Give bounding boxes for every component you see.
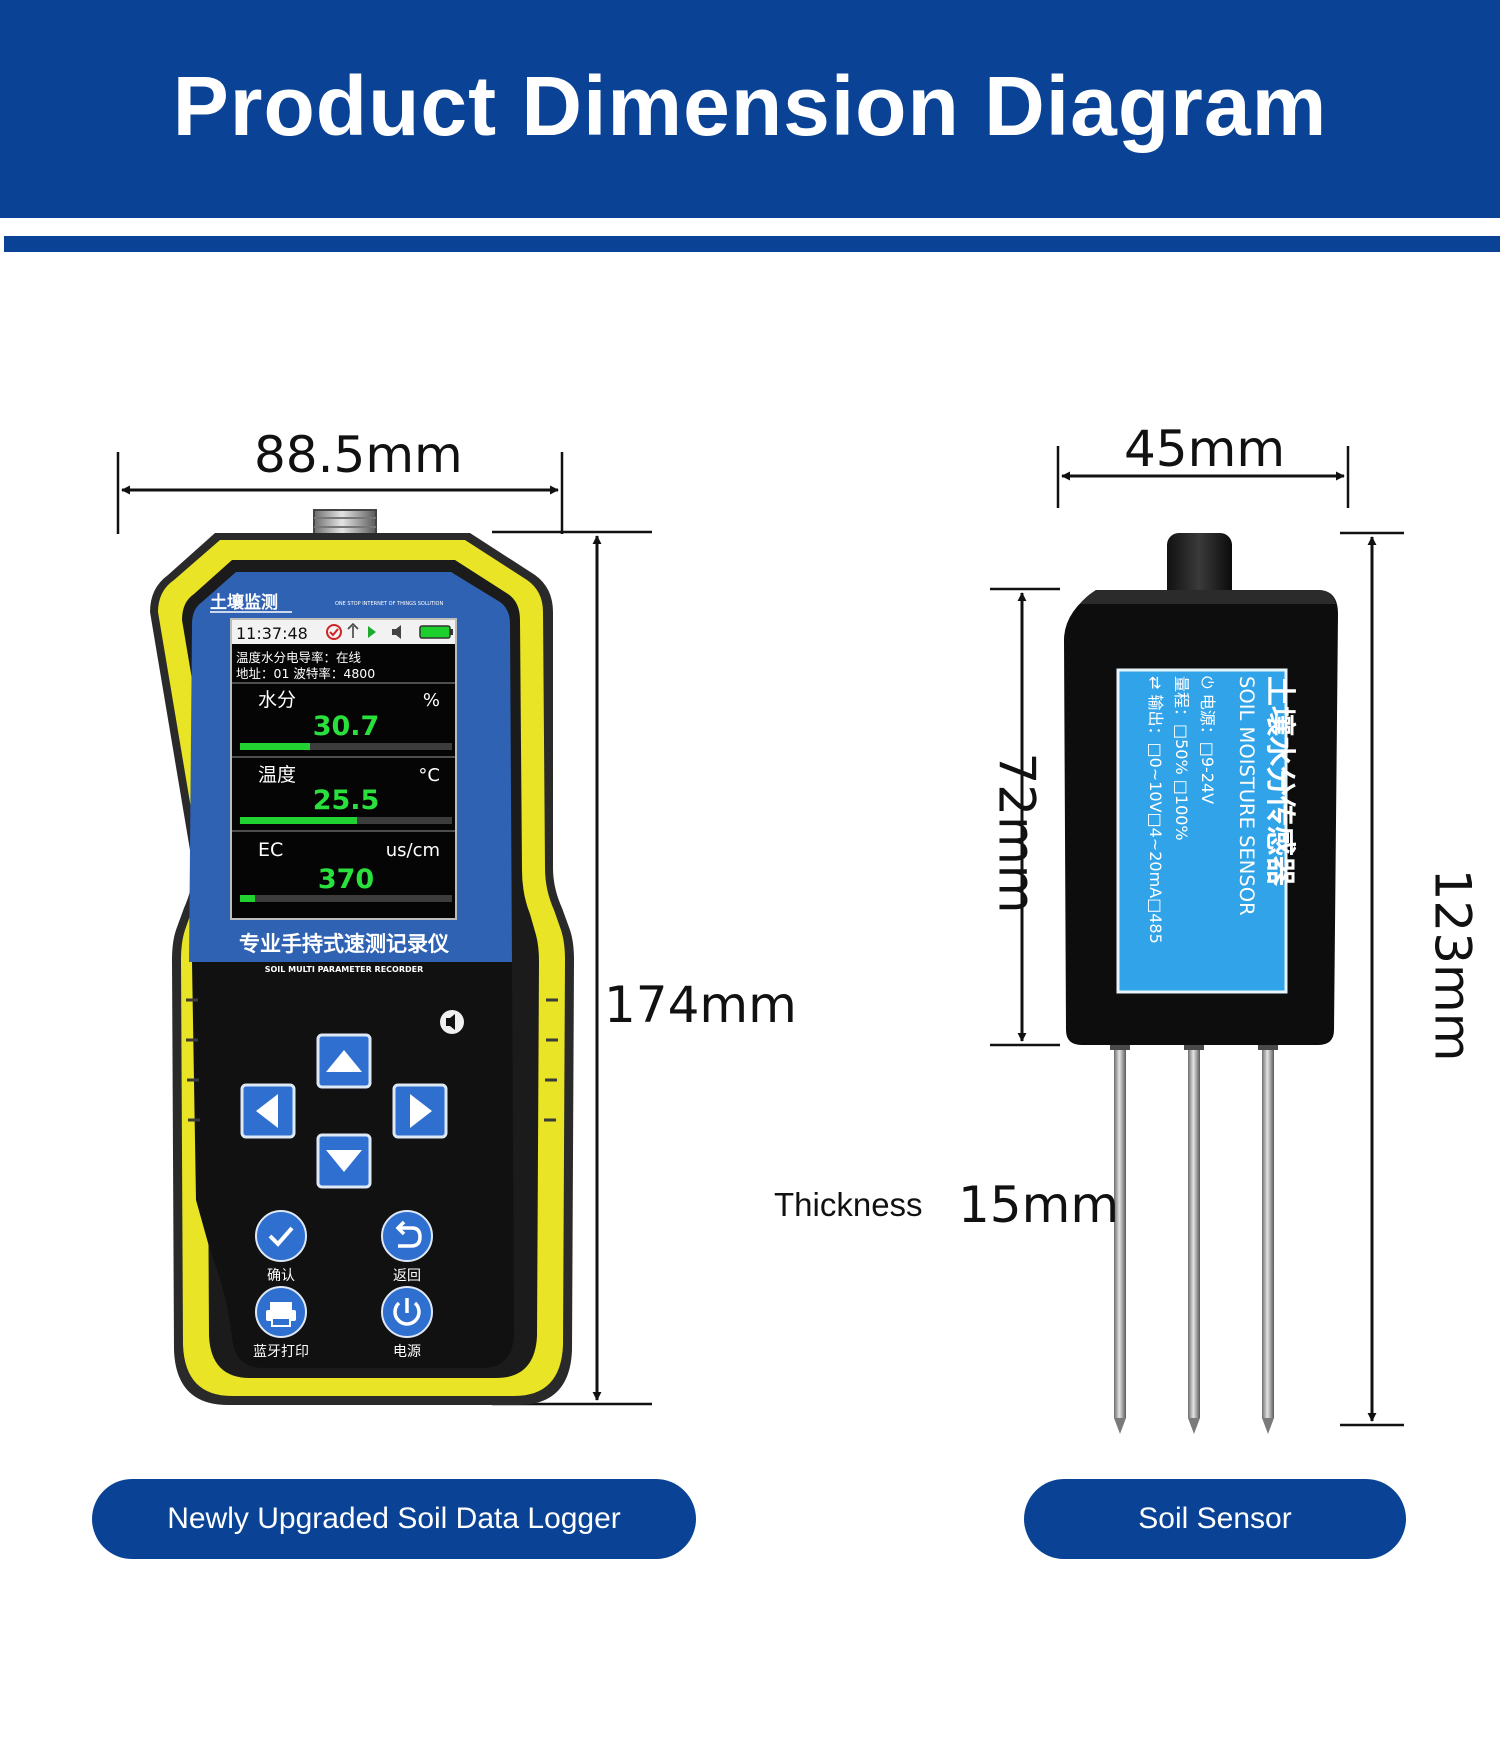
- logger-model-en: SOIL MULTI PARAMETER RECORDER: [265, 965, 424, 974]
- sensor-width-label: 45mm: [1124, 420, 1286, 478]
- moisture-unit: %: [423, 690, 440, 711]
- return-icon: [398, 1226, 422, 1248]
- sensor-label-tag: [1116, 668, 1288, 994]
- sensor-tag-range: 量程：□50% □100%: [1172, 676, 1191, 841]
- logger-width-dimension: [116, 452, 564, 534]
- header-rule: [4, 236, 1500, 252]
- temperature-unit: °C: [418, 765, 440, 786]
- check-icon: [268, 1226, 294, 1247]
- back-button[interactable]: [381, 1210, 433, 1262]
- print-button-label: 蓝牙打印: [253, 1343, 309, 1360]
- moisture-label: 水分: [258, 689, 296, 711]
- temperature-level-bar: [240, 817, 357, 824]
- printer-icon: [270, 1302, 292, 1310]
- sensor-tag-power: ⏻ 电源：□9-24V: [1198, 676, 1217, 804]
- bluetooth-print-button[interactable]: [255, 1286, 307, 1338]
- page-title: Product Dimension Diagram: [172, 58, 1328, 153]
- moisture-value: 30.7: [313, 711, 380, 742]
- data-logger-device: 土壤监测 ONE STOP INTERNET OF THINGS SOLUTIO…: [150, 509, 574, 1405]
- ec-unit: us/cm: [386, 840, 440, 861]
- screen-time: 11:37:48: [236, 624, 308, 643]
- power-icon: [393, 1301, 421, 1326]
- dpad: [240, 1033, 448, 1189]
- screen-status-line: 温度水分电导率：在线: [236, 650, 362, 665]
- sensor-total-height-dimension: [1340, 531, 1404, 1427]
- sensor-total-height-label: 123mm: [1423, 868, 1482, 1062]
- sensor-caption: Soil Sensor: [1024, 1479, 1406, 1559]
- thickness-prefix: Thickness: [774, 1186, 923, 1223]
- back-button-label: 返回: [393, 1268, 421, 1284]
- logger-caption: Newly Upgraded Soil Data Logger: [92, 1479, 696, 1559]
- header-banner: Product Dimension Diagram: [0, 0, 1500, 218]
- logger-slogan: ONE STOP INTERNET OF THINGS SOLUTION: [335, 601, 443, 607]
- confirm-button-label: 确认: [267, 1268, 295, 1284]
- moisture-level-bar: [240, 743, 310, 750]
- logger-brand: 土壤监测: [210, 592, 278, 613]
- temperature-label: 温度: [258, 764, 296, 786]
- screen-address-line: 地址：01 波特率：4800: [236, 666, 375, 681]
- ec-value: 370: [318, 864, 374, 895]
- soil-sensor-device: 土壤水分传感器 SOIL MOISTURE SENSOR ⏻ 电源：□9-24V…: [1064, 533, 1338, 1434]
- sensor-tag-title-en: SOIL MOISTURE SENSOR: [1235, 676, 1258, 916]
- ec-level-bar: [240, 895, 255, 902]
- sensor-tag-title-cn: 土壤水分传感器: [1262, 676, 1297, 887]
- power-button-label: 电源: [393, 1344, 421, 1360]
- temperature-value: 25.5: [313, 785, 380, 816]
- ec-label: EC: [258, 839, 283, 861]
- confirm-button[interactable]: [255, 1210, 307, 1262]
- sensor-width-dimension: [1056, 446, 1350, 508]
- sensor-probes: [1110, 1040, 1278, 1434]
- sensor-body-height-dimension: [990, 587, 1060, 1047]
- sensor-body-height-label: 72mm: [987, 752, 1046, 914]
- logger-width-label: 88.5mm: [254, 426, 463, 484]
- logger-model-cn: 专业手持式速测记录仪: [239, 932, 450, 956]
- sensor-thickness-label: 15mm: [958, 1176, 1120, 1234]
- sensor-tag-output: ⇄ 输出：□0~10V□4~20mA□485: [1146, 676, 1165, 944]
- logger-height-label: 174mm: [604, 976, 797, 1034]
- power-button[interactable]: [381, 1286, 433, 1338]
